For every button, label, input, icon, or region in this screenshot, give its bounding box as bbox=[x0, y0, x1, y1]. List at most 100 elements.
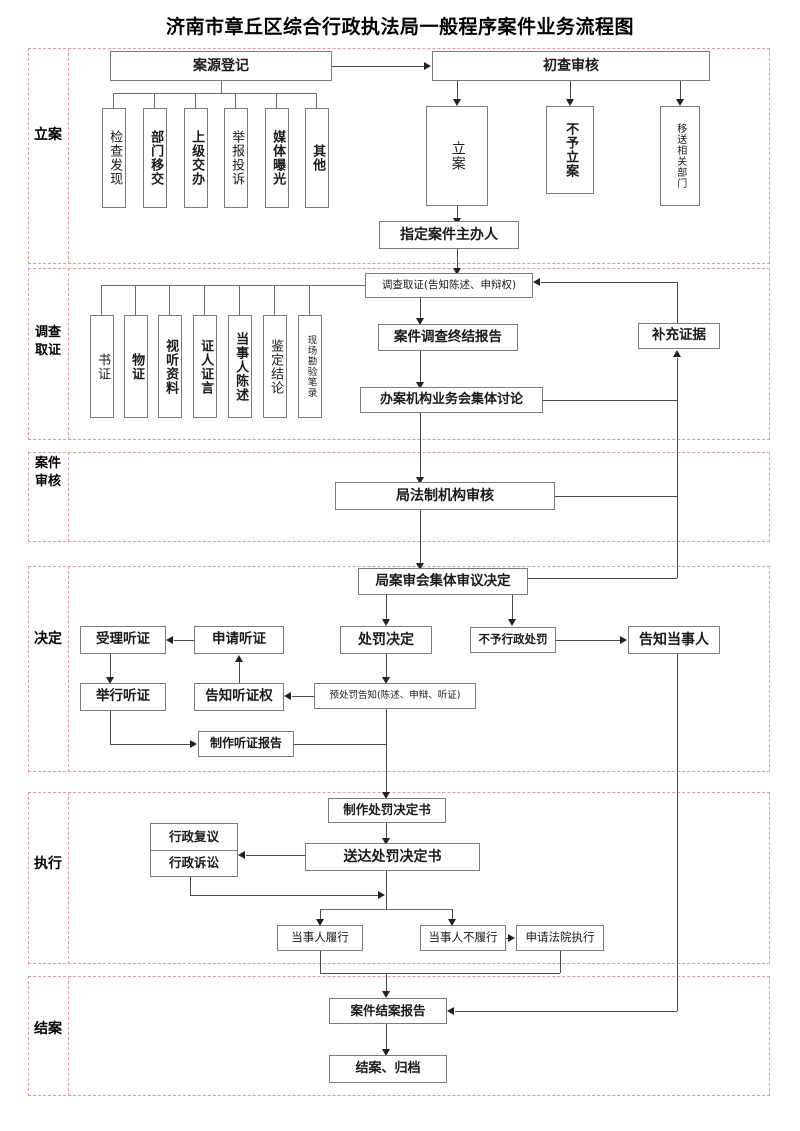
connector-source-drop-4 bbox=[235, 93, 236, 108]
connector-evidence-drop-2 bbox=[135, 285, 136, 315]
arrowhead-hold-to-hearing-report bbox=[190, 740, 197, 748]
connector-discussion-to-supplement bbox=[543, 400, 678, 401]
arrowhead-apply-to-accept bbox=[166, 636, 173, 644]
connector-committee-to-penalty bbox=[386, 595, 387, 620]
node-source-dept-transfer[interactable]: 部门移交 bbox=[143, 108, 167, 208]
arrowhead-spine-to-make-penalty-doc bbox=[382, 792, 390, 799]
stage-divider-jiean bbox=[68, 976, 69, 1096]
node-supplement-evidence[interactable]: 补充证据 bbox=[638, 323, 720, 349]
node-no-file-case[interactable]: 不予立案 bbox=[546, 106, 594, 194]
arrowhead-serve-to-reconsideration bbox=[238, 851, 245, 859]
node-preliminary-review[interactable]: 初查审核 bbox=[432, 51, 710, 81]
node-ev-documentary[interactable]: 书证 bbox=[90, 315, 114, 418]
connector-evidence-bus-lead bbox=[101, 285, 365, 286]
node-serve-penalty-document[interactable]: 送达处罚决定书 bbox=[305, 843, 480, 871]
connector-file-to-assign bbox=[457, 206, 458, 220]
node-file-case[interactable]: 立案 bbox=[426, 106, 488, 206]
node-apply-court-enforcement[interactable]: 申请法院执行 bbox=[516, 925, 604, 951]
node-ev-witness[interactable]: 证人证言 bbox=[193, 315, 217, 418]
node-source-inspection-found[interactable]: 检查发现 bbox=[102, 108, 126, 208]
node-ev-party-statement[interactable]: 当事人陈述 bbox=[228, 315, 252, 418]
connector-review-to-transfer bbox=[680, 81, 681, 100]
connector-litigation-down bbox=[190, 877, 191, 895]
connector-notify-party-long-down bbox=[677, 654, 678, 1011]
connector-evidence-drop-5 bbox=[239, 285, 240, 315]
node-transfer-related-dept[interactable]: 移送相关部门 bbox=[660, 106, 700, 206]
stage-label-jueding-l1: 决定 bbox=[34, 631, 62, 647]
connector-committee-to-nopenalty bbox=[512, 595, 513, 620]
node-make-penalty-document[interactable]: 制作处罚决定书 bbox=[328, 798, 446, 823]
connector-court-down bbox=[560, 951, 561, 973]
connector-notperform-to-court bbox=[506, 938, 509, 939]
connector-supplement-top bbox=[677, 282, 678, 323]
stage-label-shenhe-l1: 案件审核 bbox=[34, 456, 61, 489]
connector-source-drop-1 bbox=[113, 93, 114, 108]
connector-nopenalty-to-notify bbox=[556, 640, 620, 641]
node-case-review-committee[interactable]: 局案审会集体审议决定 bbox=[358, 568, 528, 595]
connector-supplement-riser bbox=[677, 358, 678, 400]
node-ev-physical[interactable]: 物证 bbox=[124, 315, 148, 418]
stage-label-lian-l1: 立案 bbox=[34, 127, 62, 143]
stage-label-lian: 立案 bbox=[32, 126, 64, 145]
connector-evidence-drop-4 bbox=[204, 285, 205, 315]
node-ev-audiovisual[interactable]: 视听资料 bbox=[158, 315, 182, 418]
connector-serve-to-reconsideration bbox=[246, 855, 305, 856]
connector-hold-to-hearing-report-h bbox=[110, 744, 190, 745]
connector-source-drop-6 bbox=[316, 93, 317, 108]
arrowhead-assign-to-investigation bbox=[453, 268, 461, 275]
connector-perform-down bbox=[320, 951, 321, 973]
connector-evidence-drop-1 bbox=[101, 285, 102, 315]
arrowhead-review-to-transfer bbox=[676, 99, 684, 106]
arrowhead-nopenalty-to-notify bbox=[620, 636, 627, 644]
connector-legal-review-riser bbox=[677, 400, 678, 496]
node-party-performs[interactable]: 当事人履行 bbox=[277, 925, 363, 951]
node-pre-penalty-notice[interactable]: 预处罚告知(陈述、申辩、听证) bbox=[314, 683, 476, 709]
node-source-superior-assign[interactable]: 上级交办 bbox=[184, 108, 208, 208]
node-case-closing-report[interactable]: 案件结案报告 bbox=[329, 998, 447, 1024]
node-close-and-archive[interactable]: 结案、归档 bbox=[329, 1055, 447, 1083]
arrowhead-prenotice-to-notify-right bbox=[284, 692, 291, 700]
node-admin-reconsideration[interactable]: 行政复议 bbox=[150, 823, 238, 850]
node-no-admin-penalty[interactable]: 不予行政处罚 bbox=[470, 627, 556, 653]
arrowhead-split-left bbox=[316, 919, 324, 926]
connector-investigation-to-report bbox=[420, 298, 421, 319]
arrowhead-make-to-serve bbox=[382, 838, 390, 845]
node-ev-appraisal[interactable]: 鉴定结论 bbox=[263, 315, 287, 418]
stage-label-diaocha: 调查取证 bbox=[32, 324, 64, 360]
node-handling-org-discussion[interactable]: 办案机构业务会集体讨论 bbox=[360, 387, 543, 413]
node-source-media-exposure[interactable]: 媒体曝光 bbox=[265, 108, 289, 208]
connector-litigation-to-spine bbox=[190, 895, 378, 896]
stage-label-jueding: 决定 bbox=[32, 630, 64, 649]
node-apply-hearing[interactable]: 申请听证 bbox=[194, 626, 284, 654]
stage-divider-shenhe bbox=[68, 452, 69, 542]
node-notify-party[interactable]: 告知当事人 bbox=[628, 626, 720, 654]
node-hold-hearing[interactable]: 举行听证 bbox=[80, 683, 166, 711]
node-assign-case-handler[interactable]: 指定案件主办人 bbox=[379, 221, 519, 249]
node-party-not-perform[interactable]: 当事人不履行 bbox=[420, 925, 506, 951]
stage-label-shenhe: 案件审核 bbox=[32, 455, 64, 491]
node-penalty-decision[interactable]: 处罚决定 bbox=[340, 626, 432, 654]
connector-notify-party-to-closing bbox=[455, 1011, 677, 1012]
stage-band-jiean bbox=[28, 976, 770, 1096]
connector-legal-review-to-riser bbox=[555, 496, 678, 497]
node-notify-hearing-right[interactable]: 告知听证权 bbox=[194, 683, 284, 711]
connector-assign-to-investigation bbox=[457, 249, 458, 269]
connector-legal-review-to-committee bbox=[420, 510, 421, 565]
node-investigation-evidence[interactable]: 调查取证(告知陈述、申辩权) bbox=[365, 273, 533, 298]
node-ev-site-record[interactable]: 现场勘验笔录 bbox=[298, 315, 322, 418]
connector-split-left bbox=[320, 909, 321, 921]
node-investigation-final-report[interactable]: 案件调查终结报告 bbox=[378, 324, 518, 351]
node-source-report-complaint[interactable]: 举报投诉 bbox=[224, 108, 248, 208]
connector-discussion-to-legal-review bbox=[420, 413, 421, 478]
node-case-source-registration[interactable]: 案源登记 bbox=[110, 51, 332, 81]
stage-label-zhixing-l1: 执行 bbox=[34, 856, 62, 872]
connector-review-to-file bbox=[457, 81, 458, 100]
connector-split-right bbox=[452, 909, 453, 921]
node-legal-affairs-review[interactable]: 局法制机构审核 bbox=[335, 482, 555, 510]
node-admin-litigation[interactable]: 行政诉讼 bbox=[150, 850, 238, 877]
node-source-other[interactable]: 其他 bbox=[305, 108, 329, 208]
connector-committee-riser bbox=[677, 496, 678, 578]
node-accept-hearing[interactable]: 受理听证 bbox=[80, 626, 166, 654]
connector-notify-right-to-apply bbox=[239, 662, 240, 683]
node-make-hearing-report[interactable]: 制作听证报告 bbox=[198, 731, 294, 757]
